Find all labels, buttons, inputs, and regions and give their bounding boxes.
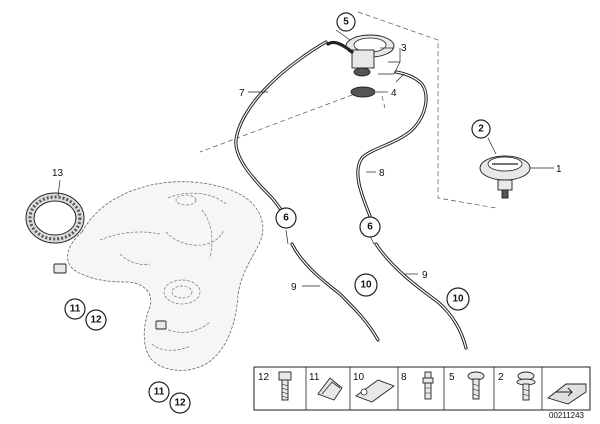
callout-10b: 10 bbox=[446, 287, 470, 311]
fuel-tank bbox=[53, 181, 264, 371]
holder-part bbox=[355, 379, 395, 403]
callout-12b: 12 bbox=[169, 392, 191, 414]
callout-2: 2 bbox=[471, 119, 491, 139]
clip-part bbox=[317, 377, 343, 401]
callout-7: 7 bbox=[239, 88, 245, 99]
callout-9b: 9 bbox=[422, 270, 428, 281]
wedge-arrow-icon bbox=[547, 383, 587, 405]
tray-label-2: 2 bbox=[498, 372, 504, 383]
svg-text:5: 5 bbox=[343, 17, 349, 28]
diagram-code: 00211243 bbox=[549, 411, 585, 420]
callout-4: 4 bbox=[391, 88, 397, 99]
svg-text:12: 12 bbox=[90, 315, 102, 326]
svg-text:2: 2 bbox=[478, 124, 484, 135]
tray-label-8: 8 bbox=[401, 372, 407, 383]
tank-ring-part bbox=[25, 192, 85, 244]
washer-screw-part bbox=[516, 371, 536, 401]
svg-text:10: 10 bbox=[360, 280, 372, 291]
callout-3: 3 bbox=[401, 43, 407, 54]
callout-8a: 8 bbox=[379, 168, 385, 179]
svg-text:6: 6 bbox=[283, 213, 289, 224]
svg-text:10: 10 bbox=[452, 294, 464, 305]
screw-part bbox=[467, 371, 485, 400]
callout-10a: 10 bbox=[354, 273, 378, 297]
parts-tray: 12 11 10 8 5 2 bbox=[253, 366, 591, 411]
svg-text:12: 12 bbox=[174, 398, 186, 409]
callout-6a: 6 bbox=[275, 207, 297, 229]
leader-lines bbox=[57, 29, 554, 287]
svg-text:11: 11 bbox=[154, 387, 165, 398]
tray-label-12: 12 bbox=[258, 372, 270, 383]
callout-13: 13 bbox=[52, 168, 64, 179]
svg-text:6: 6 bbox=[367, 222, 373, 233]
connector-part bbox=[422, 371, 434, 400]
fuel-cap-part bbox=[479, 155, 531, 199]
reference-lines bbox=[199, 11, 497, 209]
callout-11b: 11 bbox=[148, 381, 170, 403]
callout-12a: 12 bbox=[85, 309, 107, 331]
tray-label-10: 10 bbox=[353, 372, 365, 383]
bolt-part bbox=[278, 371, 292, 401]
circled-callouts: 5 2 6 6 10 10 11 12 11 12 bbox=[64, 12, 491, 414]
callout-1: 1 bbox=[556, 164, 562, 175]
hoses bbox=[234, 40, 468, 350]
pump-unit-part bbox=[326, 34, 395, 98]
plain-callouts: 3 4 7 1 8 9 9 13 bbox=[52, 43, 562, 293]
svg-text:11: 11 bbox=[70, 304, 81, 315]
callout-6b: 6 bbox=[359, 216, 381, 238]
callout-5: 5 bbox=[336, 12, 356, 32]
tray-label-5: 5 bbox=[449, 372, 455, 383]
tray-label-11: 11 bbox=[309, 372, 320, 383]
callout-9a: 9 bbox=[291, 282, 297, 293]
callout-11a: 11 bbox=[64, 298, 86, 320]
